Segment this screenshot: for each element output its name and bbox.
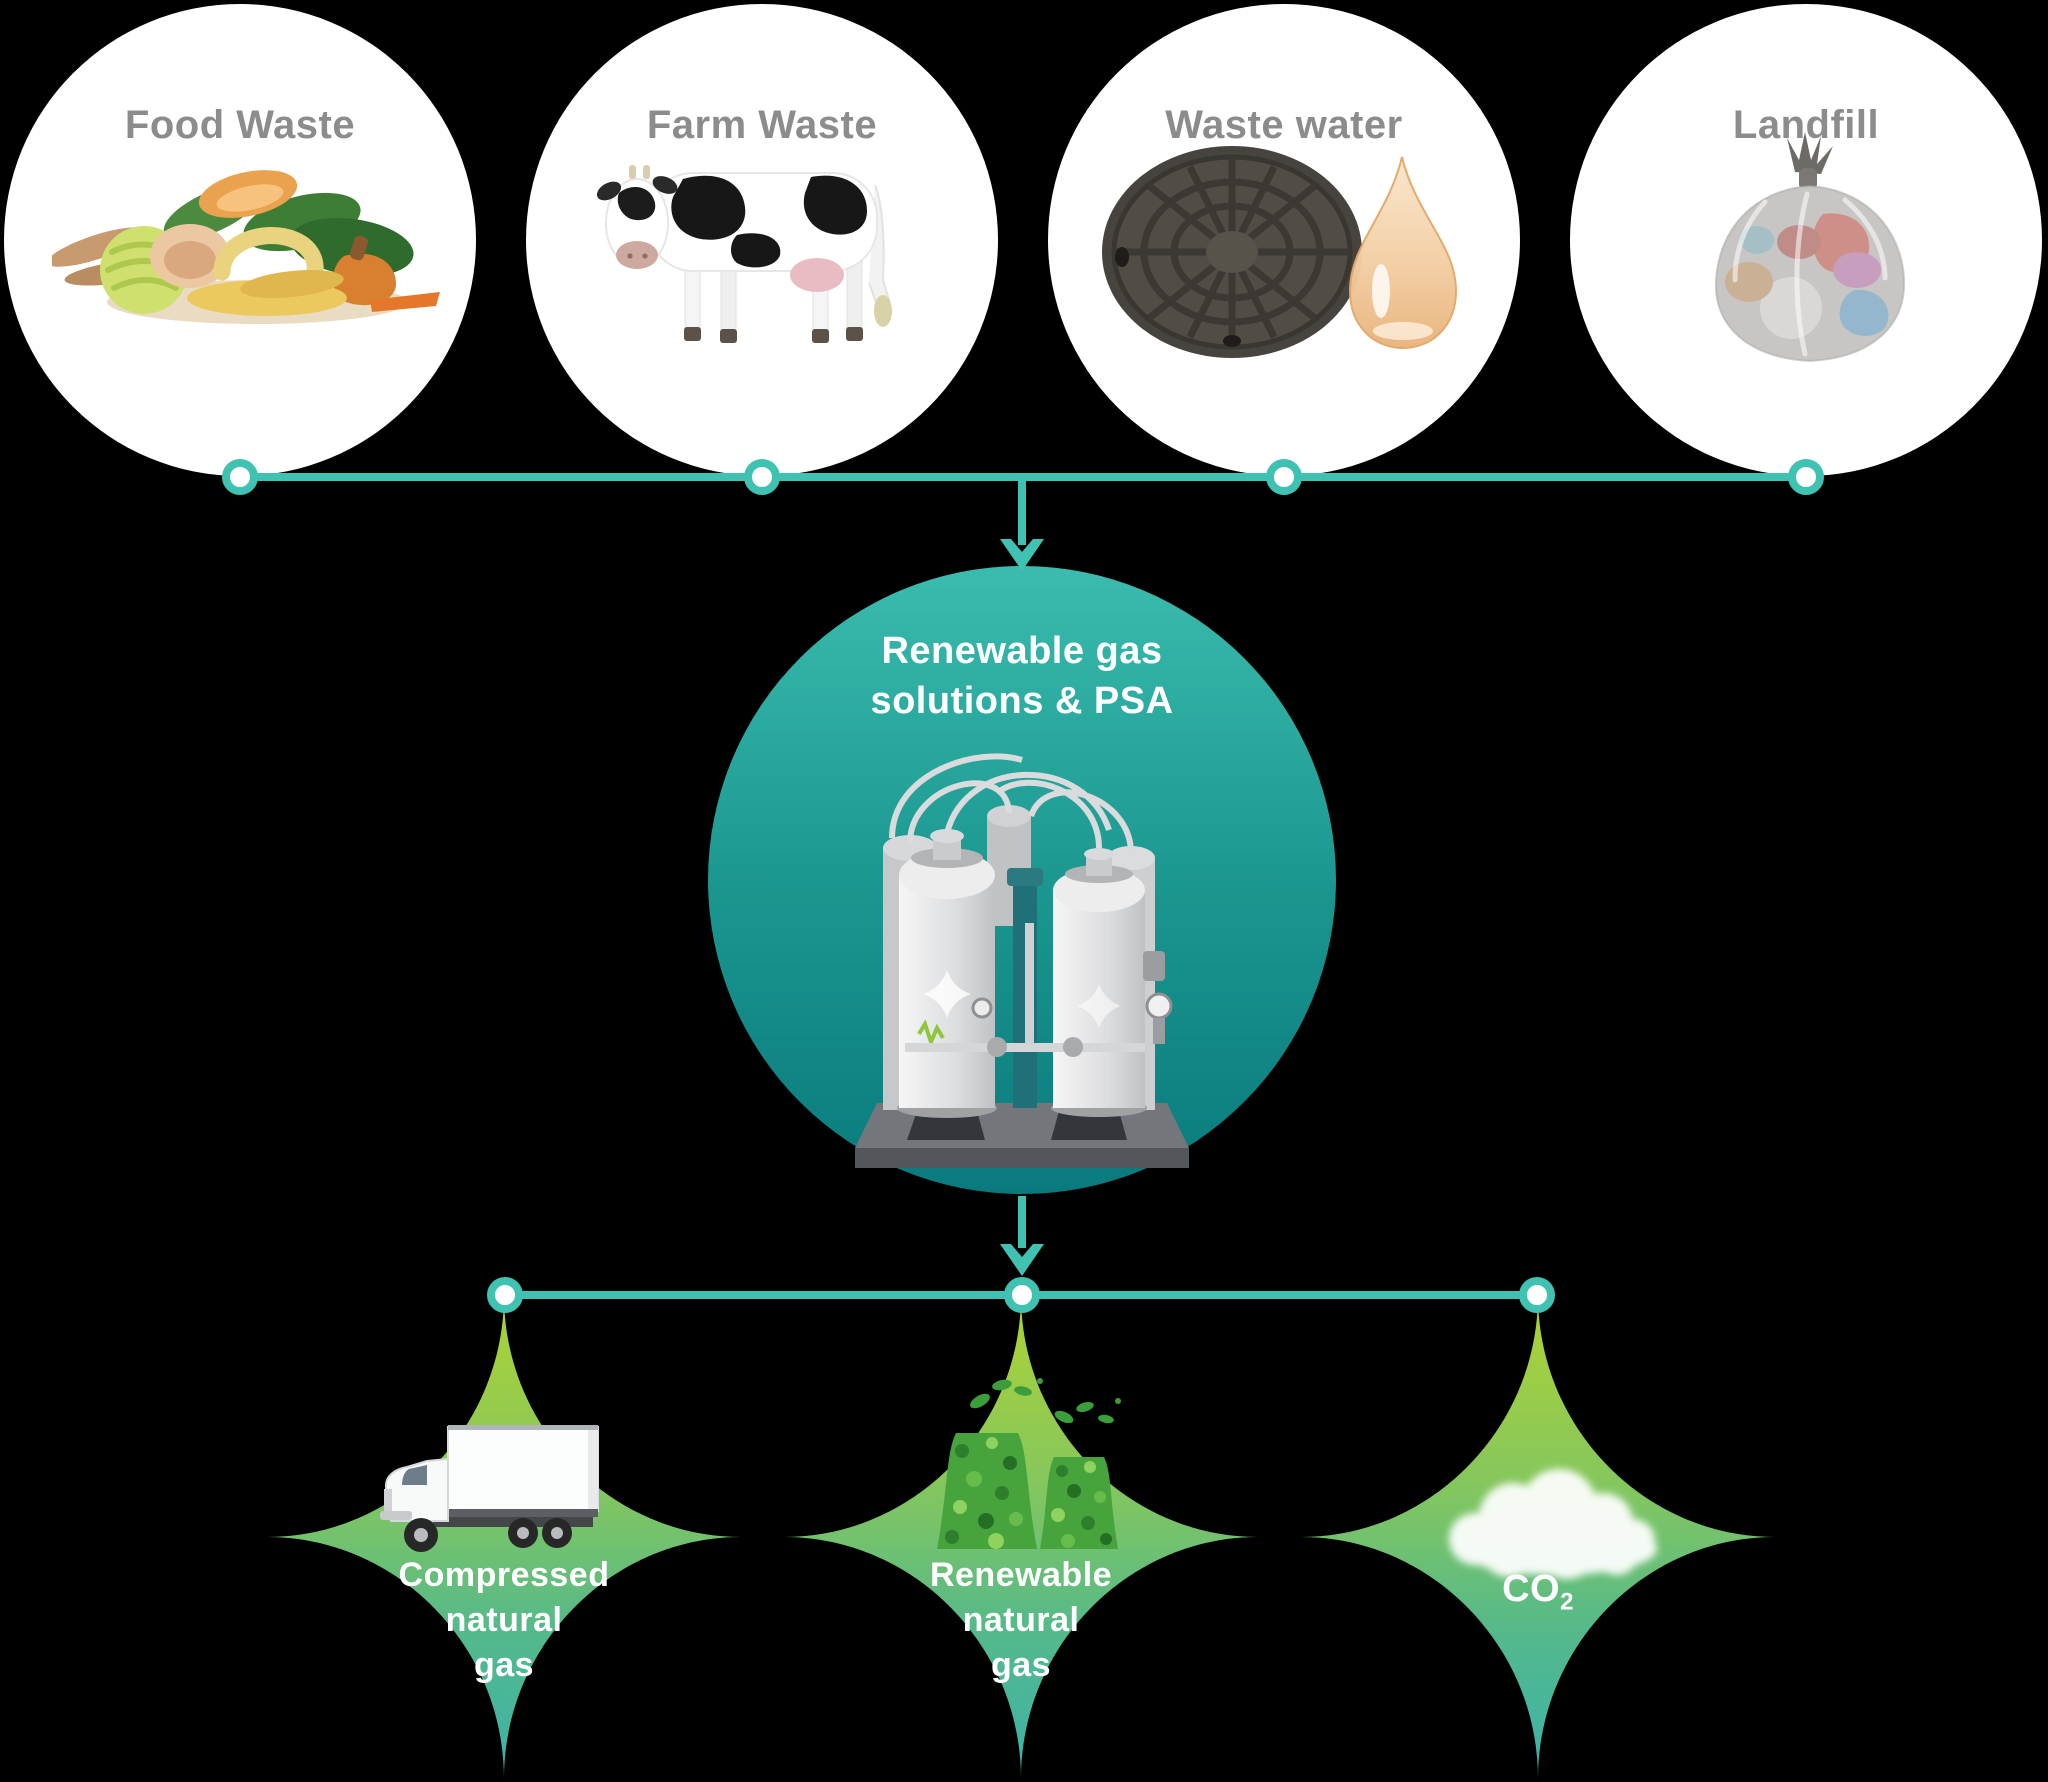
output-star-co2: CO2 (1301, 1295, 1775, 1779)
star-shape (267, 1295, 741, 1779)
output-label-rng: Renewable natural gas (929, 1556, 1113, 1684)
food-waste-image (52, 170, 440, 324)
source-label-food-waste: Food Waste (124, 103, 356, 147)
output-label-cng: Compressed natural gas (398, 1556, 610, 1684)
process-label: Renewable gas solutions & PSA (870, 630, 1174, 722)
process-circle-renewable-gas: Renewable gas solutions & PSA (708, 566, 1336, 1194)
source-circle-farm-waste: Farm Waste (526, 4, 998, 476)
manhole-water-drop-image (1102, 146, 1458, 358)
cow-image (596, 165, 892, 343)
flow-arrow-down-to-outputs (1000, 1196, 1044, 1276)
output-star-renewable-natural-gas: Renewable natural gas (784, 1295, 1258, 1779)
connector-node-landfill (1788, 459, 1824, 495)
cng-truck-image (380, 1425, 599, 1552)
source-circle-waste-water: Waste water (1048, 4, 1520, 476)
connector-node-farm-waste (744, 459, 780, 495)
output-star-compressed-natural-gas: Compressed natural gas (267, 1295, 741, 1779)
co2-cloud-image (1449, 1469, 1657, 1579)
connector-node-co2 (1519, 1277, 1555, 1313)
source-circle-landfill: Landfill (1570, 4, 2042, 476)
output-label-co2: CO2 (1502, 1568, 1574, 1616)
connector-node-rng (1004, 1277, 1040, 1313)
connector-node-cng (487, 1277, 523, 1313)
sources-connector-line (240, 473, 1806, 481)
source-label-farm-waste: Farm Waste (646, 103, 878, 147)
psa-gas-unit-image (855, 753, 1189, 1168)
source-label-waste-water: Waste water (1165, 103, 1403, 147)
connector-node-waste-water (1266, 459, 1302, 495)
source-circle-food-waste: Food Waste (4, 4, 476, 476)
connector-node-food-waste (222, 459, 258, 495)
green-plant-towers-image (937, 1378, 1121, 1549)
trash-bag-image (1714, 132, 1906, 363)
flow-arrow-down-to-process (1000, 479, 1044, 571)
